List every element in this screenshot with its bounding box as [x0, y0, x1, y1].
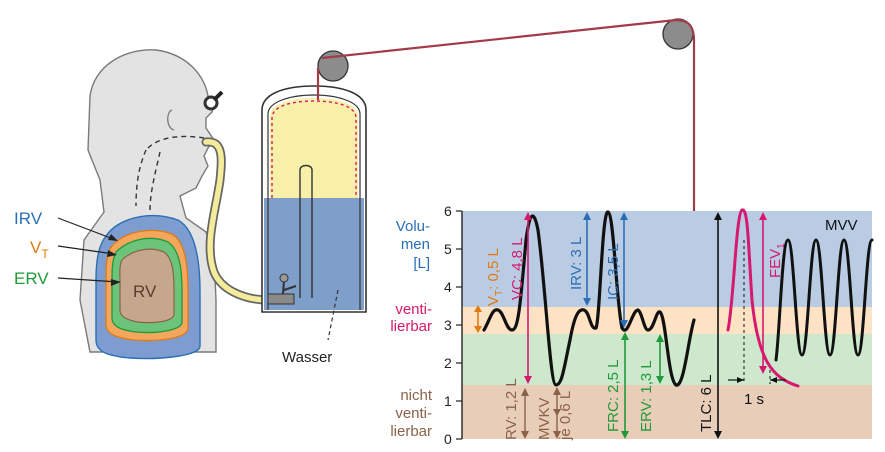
- non-ventilated-label-line2: venti-: [395, 405, 432, 422]
- mvv-label: MVV: [825, 217, 858, 234]
- ear: [167, 109, 175, 131]
- tick-label-3: 3: [444, 317, 452, 333]
- measure-irv: IRV: 3 L: [568, 237, 585, 290]
- lung-label-erv: ERV: [14, 269, 49, 288]
- ventilated-label-line2: lierbar: [390, 318, 432, 335]
- measure-tlc: TLC: 6 L: [698, 374, 715, 432]
- airway-dashed-2: [149, 151, 161, 211]
- measure-je: je 0,6 L: [557, 391, 574, 441]
- spirometer: Wasser: [201, 18, 696, 366]
- zone-vt: [462, 307, 872, 334]
- airway-dashed-3: [147, 135, 205, 149]
- measure-mvkv: MVKV: [536, 397, 553, 440]
- mvkv-arrow: [553, 387, 561, 439]
- water-body: [264, 198, 364, 310]
- tick-label-2: 2: [444, 355, 452, 371]
- valve: [267, 293, 295, 305]
- axis-title-line3: [L]: [413, 255, 430, 272]
- pulley-rope: [316, 18, 696, 338]
- measure-fev1: FEV1: [767, 243, 787, 278]
- one-second-label: 1 s: [744, 391, 764, 408]
- measure-rv: RV: 1,2 L: [503, 378, 520, 440]
- frc-arrow: [621, 332, 629, 439]
- tick-label-0: 0: [444, 431, 452, 447]
- lung-label-irv: IRV: [14, 209, 43, 228]
- measure-frc: FRC: 2,5 L: [605, 359, 622, 432]
- one-second-marker: [728, 240, 786, 384]
- erv-arrow: [656, 334, 664, 384]
- y-tick-labels: 0 1 2 3 4 5 6: [444, 203, 452, 447]
- tick-label-5: 5: [444, 241, 452, 257]
- ic-arrow: [620, 212, 628, 328]
- spirogram-curve: [482, 210, 696, 387]
- non-ventilated-label-line3: lierbar: [390, 423, 432, 440]
- volume-chart: 0 1 2 3 4 5 6 Volu- men [L] venti- lierb…: [390, 203, 874, 447]
- inner-pipe: [299, 164, 313, 298]
- airway-dashed-1: [135, 149, 147, 207]
- fev1-curve: [726, 208, 800, 388]
- measure-vc: VC: 4,8 L: [509, 237, 526, 300]
- fev1-arrow: [759, 212, 767, 374]
- vt-arrow: [474, 305, 482, 333]
- spirometer-bell: [270, 98, 358, 198]
- ventilated-label-line1: venti-: [395, 301, 432, 318]
- non-ventilated-label-line1: nicht: [400, 387, 433, 404]
- measure-erv: ERV: 1,3 L: [638, 360, 655, 432]
- axis-title-line1: Volu-: [396, 218, 430, 235]
- measure-vt: VT: 0,5 L: [485, 248, 505, 306]
- zone-irv: [462, 211, 872, 307]
- lung-label-rv: RV: [133, 282, 157, 301]
- human-figure: RV IRV VT ERV: [14, 49, 224, 360]
- tick-label-4: 4: [444, 279, 452, 295]
- tlc-arrow: [714, 212, 722, 439]
- irv-arrow: [583, 212, 591, 306]
- measure-ic: IC: 3,5 L: [605, 243, 622, 300]
- lung-rv-region: [119, 248, 175, 324]
- y-ticks: [456, 210, 462, 440]
- vc-arrow: [524, 212, 532, 384]
- axis-title-line2: men: [401, 236, 430, 253]
- zone-rv: [462, 385, 872, 439]
- water-label: Wasser: [282, 349, 332, 366]
- tick-label-6: 6: [444, 203, 452, 219]
- lung-label-vt: VT: [30, 238, 49, 261]
- tick-label-1: 1: [444, 393, 452, 409]
- rv-arrow: [521, 388, 529, 439]
- mvv-curve: [774, 238, 874, 362]
